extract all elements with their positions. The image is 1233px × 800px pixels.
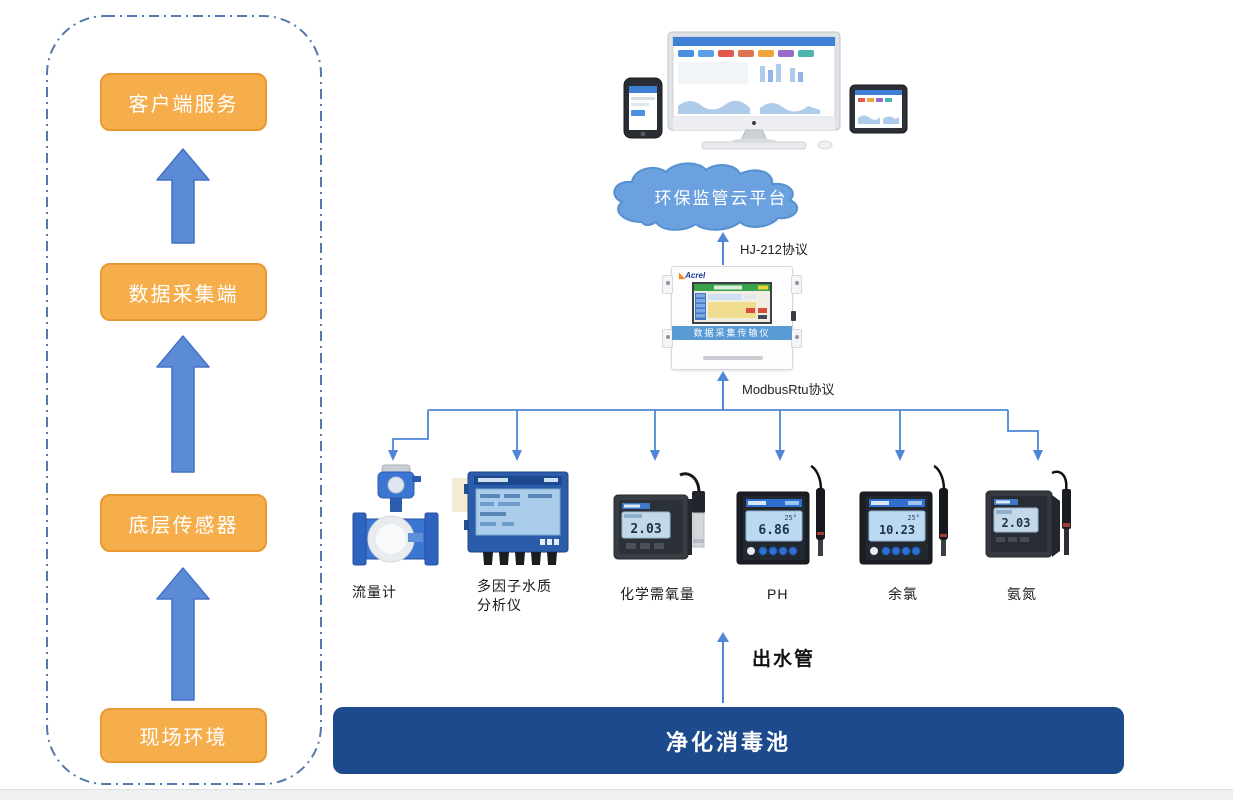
layer-label: 底层传感器 (128, 514, 239, 537)
sensor-label-chlorine: 余氯 (888, 586, 918, 602)
sensor-bus-connectors (388, 409, 1043, 461)
lcd-reading: 6.86 (758, 523, 789, 538)
mount-tab-icon (791, 329, 802, 348)
brand-text: Acrel (685, 271, 706, 280)
brand-logo: ◣Acrel (679, 271, 706, 280)
sensor-label-multifactor: 多因子水质 分析仪 (477, 578, 552, 613)
cloud-icon (613, 162, 799, 231)
mount-tab-icon (662, 275, 673, 294)
pool-label: 净化消毒池 (665, 729, 791, 755)
antenna-knob-icon (791, 311, 796, 321)
smartphone-icon (623, 77, 663, 139)
sensor-label-ammonia: 氨氮 (1007, 586, 1037, 602)
sensor-multifactor-analyzer (452, 471, 569, 565)
collector-screen (692, 282, 772, 324)
sensor-chlorine-meter: 25° 10.23 (859, 464, 948, 565)
sensor-label-cod: 化学需氧量 (620, 586, 695, 602)
up-arrow-icon (156, 335, 210, 473)
layer-box-site-environment: 现场环境 (100, 708, 267, 763)
cloud-platform: 环保监管云平台 (606, 160, 836, 236)
pipe-label: 出水管 (752, 649, 816, 670)
tablet-icon (849, 84, 908, 134)
protocol-label-modbus: ModbusRtu协议 (742, 382, 835, 397)
lcd-temp: 25° (784, 514, 797, 522)
sensor-label-flow-meter: 流量计 (352, 584, 397, 600)
keyboard-icon (701, 141, 807, 150)
lcd-reading: 2.03 (630, 522, 661, 537)
sensor-ammonia-controller: 2.03 (985, 470, 1071, 558)
up-arrow-icon (717, 232, 729, 265)
layer-label: 数据采集端 (128, 283, 239, 306)
lcd-temp: 25° (907, 514, 920, 522)
sensor-label-ph: PH (767, 586, 789, 602)
layer-box-data-acquisition: 数据采集端 (100, 263, 267, 321)
mount-tab-icon (791, 275, 802, 294)
layer-box-client-service: 客户端服务 (100, 73, 267, 131)
data-collector-device: ◣Acrel 数据采集传输仪 (662, 266, 802, 370)
sensor-cod-controller: 2.03 (613, 472, 705, 560)
up-arrow-icon (156, 148, 210, 244)
layers-panel-dashed-border (46, 15, 322, 785)
layer-box-bottom-sensors: 底层传感器 (100, 494, 267, 552)
protocol-label-hj212: HJ-212协议 (740, 242, 808, 257)
sensor-flow-meter (352, 464, 439, 566)
collector-name-band: 数据采集传输仪 (672, 326, 792, 340)
layer-label: 客户端服务 (128, 93, 239, 116)
collector-footer-text-smudge (703, 356, 763, 360)
up-arrow-icon (156, 567, 210, 701)
cloud-platform-label: 环保监管云平台 (654, 189, 788, 208)
mouse-icon (817, 140, 833, 150)
client-devices-illustration (623, 31, 908, 150)
bottom-edge-strip (0, 789, 1233, 800)
lcd-reading: 2.03 (1002, 516, 1031, 530)
up-arrow-icon (717, 632, 729, 703)
layer-label: 现场环境 (139, 727, 228, 749)
lcd-reading: 10.23 (879, 523, 915, 537)
desktop-monitor-icon (667, 31, 841, 150)
disinfection-pool-bar: 净化消毒池 (333, 707, 1124, 774)
sensor-ph-meter: 25° 6.86 (736, 464, 825, 565)
up-arrow-icon (717, 371, 729, 410)
